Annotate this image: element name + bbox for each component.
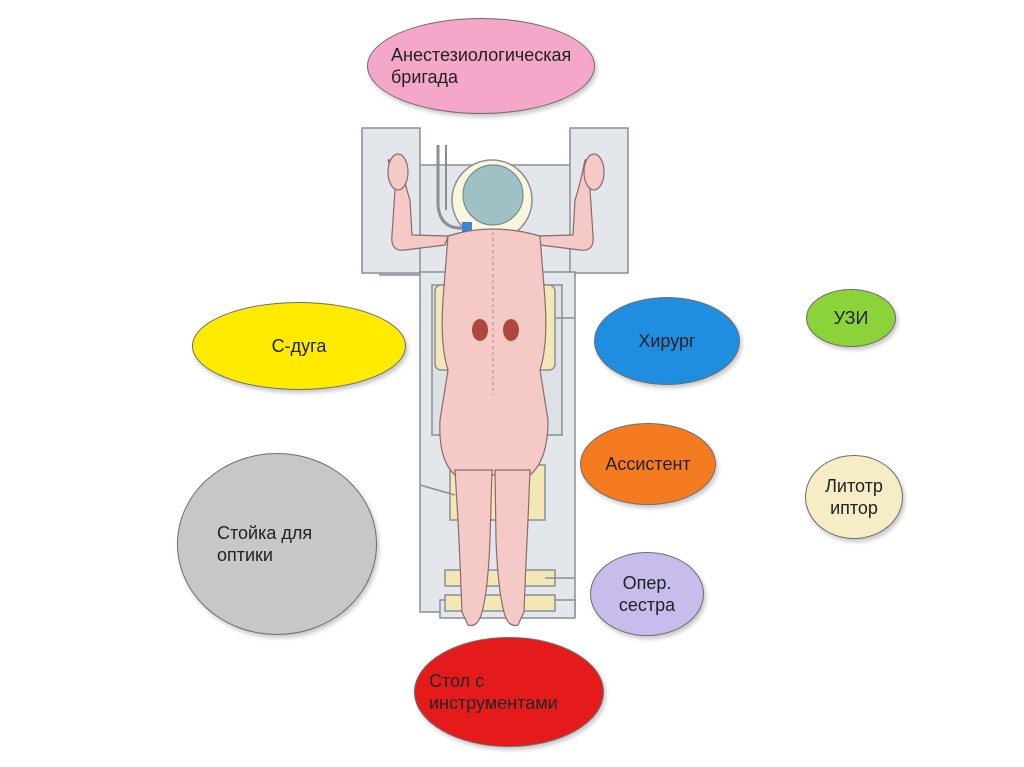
- role-scrub-nurse: Опер. сестра: [590, 552, 704, 636]
- patient-torso: [439, 228, 549, 476]
- role-ultrasound: УЗИ: [806, 289, 896, 347]
- patient-left-hand: [387, 153, 409, 191]
- role-lithotripter: Литотр иптор: [805, 455, 903, 539]
- pointer-line-1: [419, 484, 456, 496]
- role-scrub-nurse-label: Опер. сестра: [618, 572, 676, 616]
- role-c-arm-label: С-дуга: [271, 335, 327, 356]
- role-ultrasound-label: УЗИ: [833, 307, 869, 328]
- role-anesthesia-team: Анестезиологическая бригада: [367, 18, 595, 114]
- role-optics-stand-label: Стойка для оптики: [217, 522, 313, 566]
- kidney-left-icon: [472, 319, 488, 341]
- role-assistant: Ассистент: [580, 423, 716, 505]
- breathing-tube: [436, 145, 466, 230]
- arm-board-left: [361, 127, 421, 274]
- patient-figure: [387, 153, 605, 627]
- role-instrument-table: Стол с инструментами: [414, 637, 604, 747]
- role-surgeon-label: Хирург: [638, 330, 696, 351]
- tube-connector: [462, 222, 472, 232]
- patient-right-hand: [583, 153, 605, 191]
- patient-left-leg: [454, 469, 493, 627]
- role-optics-stand: Стойка для оптики: [177, 453, 377, 635]
- patient-head: [462, 164, 524, 226]
- role-surgeon: Хирург: [594, 297, 740, 385]
- role-instrument-table-label: Стол с инструментами: [429, 670, 558, 714]
- role-c-arm: С-дуга: [192, 302, 406, 390]
- role-lithotripter-label: Литотр иптор: [825, 475, 883, 519]
- role-assistant-label: Ассистент: [605, 453, 691, 474]
- kidney-right-icon: [503, 319, 519, 341]
- role-anesthesia-label: Анестезиологическая бригада: [391, 44, 572, 88]
- patient-right-leg: [494, 469, 531, 627]
